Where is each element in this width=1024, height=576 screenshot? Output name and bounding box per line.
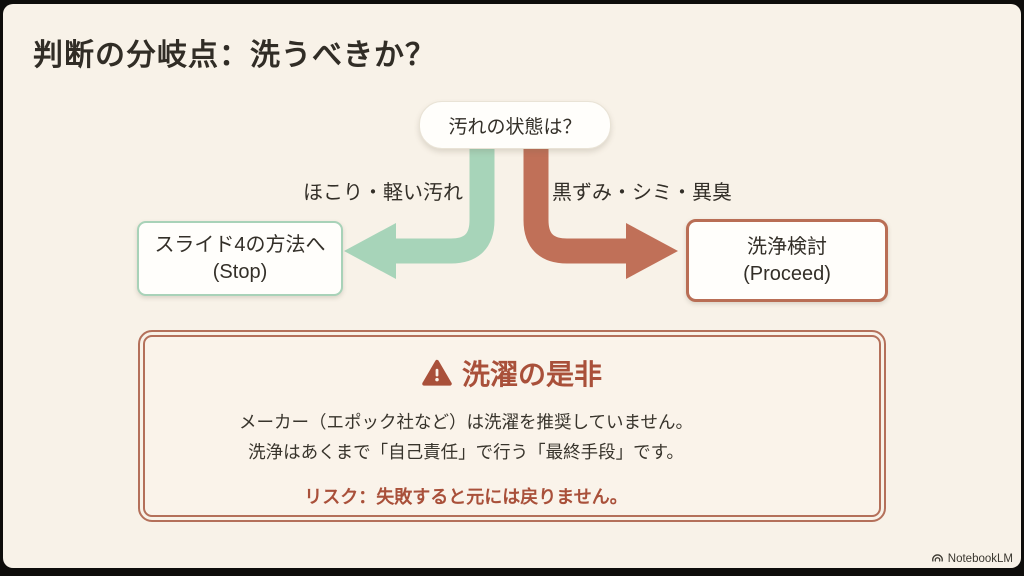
terracotta-branch-arrow — [523, 147, 678, 279]
left-branch-condition-label: ほこり・軽い汚れ — [303, 182, 463, 204]
mint-branch-arrow — [344, 147, 495, 279]
footer-brand-text: NotebookLM — [947, 552, 1013, 565]
warning-panel-inner: 洗濯の是非 メーカー（エポック社など）は洗濯を推奨していません。 洗浄はあくまで… — [143, 335, 881, 517]
right-branch-condition-label: 黒ずみ・シミ・異臭 — [552, 182, 732, 204]
warning-body: メーカー（エポック社など）は洗濯を推奨していません。 洗浄はあくまで「自己責任」… — [145, 407, 879, 467]
flowchart-arrows — [344, 147, 678, 279]
slide-title: 判断の分岐点：洗うべきか？ — [33, 39, 436, 72]
decision-root-node: 汚れの状態は？ — [419, 101, 611, 149]
warning-triangle-icon — [422, 358, 452, 388]
warning-body-line2: 洗浄はあくまで「自己責任」で行う「最終手段」です。 — [248, 442, 684, 462]
decision-root-label: 汚れの状態は？ — [448, 116, 582, 138]
stop-result-box: スライド4の方法へ (Stop) — [137, 221, 343, 296]
proceed-result-title: 洗浄検討 — [747, 235, 827, 258]
notebooklm-logo-icon — [931, 552, 944, 565]
warning-heading: 洗濯の是非 — [145, 353, 879, 393]
slide-canvas: 判断の分岐点：洗うべきか？ 汚れの状態は？ ほこり・軽い汚れ 黒ずみ・シミ・異臭… — [3, 4, 1021, 568]
proceed-result-subtitle: (Proceed) — [743, 262, 831, 285]
stop-result-title: スライド4の方法へ — [154, 233, 326, 256]
warning-heading-text: 洗濯の是非 — [461, 359, 602, 390]
footer-brand: NotebookLM — [931, 552, 1013, 565]
proceed-result-box: 洗浄検討 (Proceed) — [686, 219, 888, 302]
stop-result-subtitle: (Stop) — [212, 260, 268, 283]
warning-panel: 洗濯の是非 メーカー（エポック社など）は洗濯を推奨していません。 洗浄はあくまで… — [138, 330, 886, 522]
warning-risk-line: リスク：失敗すると元には戻りません。 — [304, 487, 628, 507]
warning-body-line1: メーカー（エポック社など）は洗濯を推奨していません。 — [239, 412, 693, 432]
